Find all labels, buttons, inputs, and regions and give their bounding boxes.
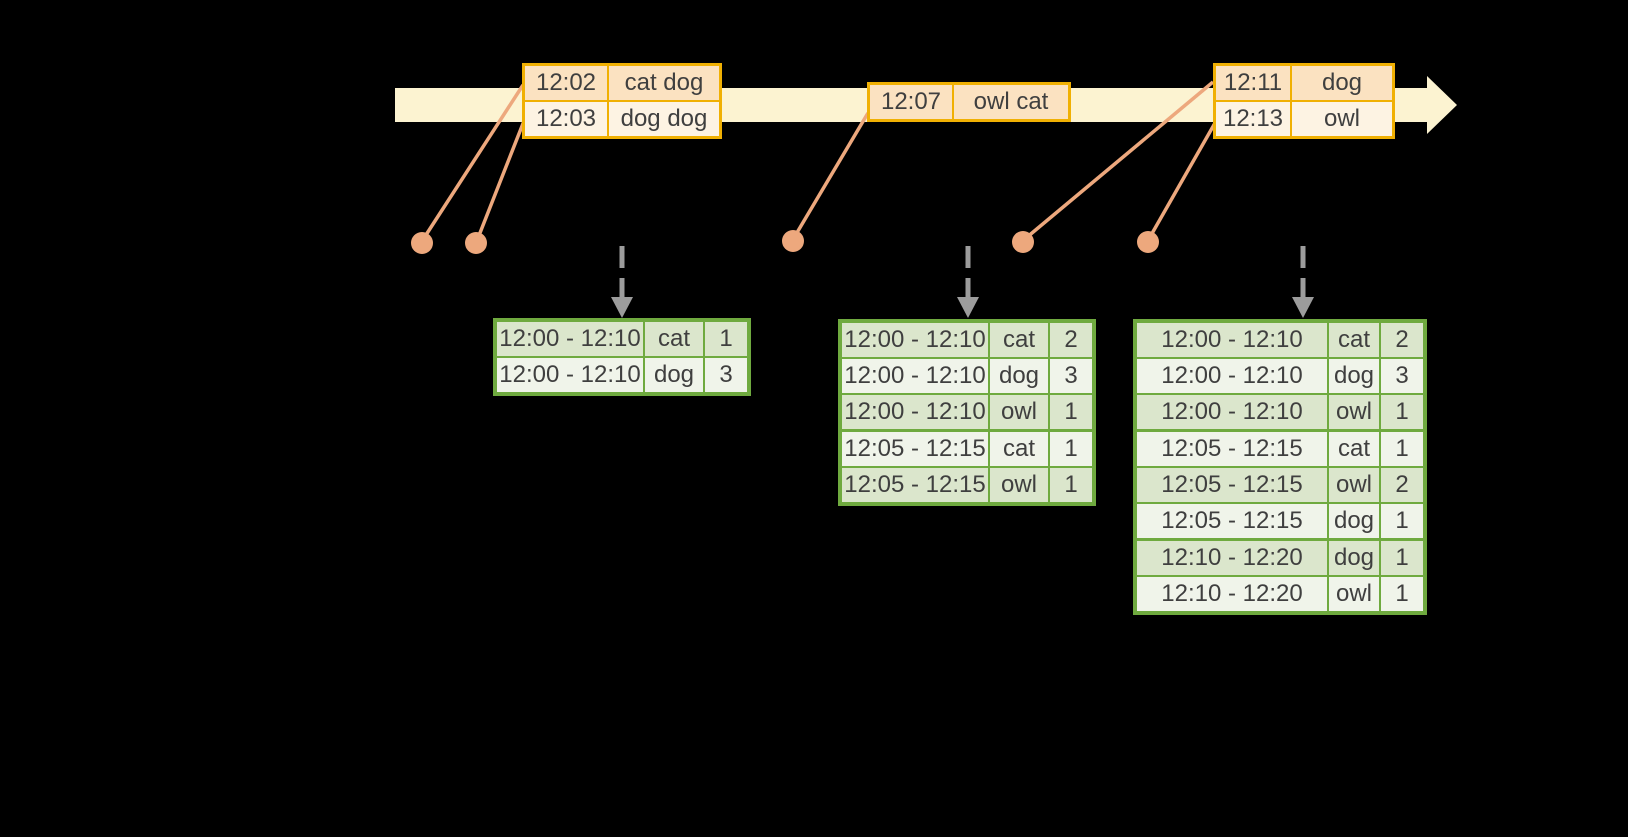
count-cell: 1 (1381, 395, 1423, 429)
trigger-arrow-icon (957, 246, 979, 318)
result-table-3: 12:00 - 12:10 cat 2 12:00 - 12:10 dog 3 … (1133, 319, 1427, 615)
window-cell: 12:05 - 12:15 (1137, 504, 1327, 538)
word-cell: cat (1329, 323, 1379, 357)
trigger-arrow-icon (611, 246, 633, 318)
word-cell: dog (990, 359, 1048, 393)
event-time-cell: 12:11 (1216, 66, 1290, 100)
window-cell: 12:00 - 12:10 (1137, 359, 1327, 393)
event-connector-line (793, 112, 870, 237)
word-cell: dog (645, 358, 703, 392)
event-table-3: 12:11 dog 12:13 owl (1213, 63, 1395, 139)
event-words-cell: owl (1292, 102, 1392, 136)
count-cell: 2 (1381, 323, 1423, 357)
window-cell: 12:05 - 12:15 (1137, 468, 1327, 502)
word-cell: cat (645, 322, 703, 356)
count-cell: 1 (705, 322, 747, 356)
result-table-1: 12:00 - 12:10 cat 1 12:00 - 12:10 dog 3 (493, 318, 751, 396)
event-words-cell: dog (1292, 66, 1392, 100)
event-words-cell: dog dog (609, 102, 719, 136)
count-cell: 3 (1381, 359, 1423, 393)
window-group: 12:00 - 12:10 cat 2 12:00 - 12:10 dog 3 … (1137, 323, 1423, 429)
window-cell: 12:00 - 12:10 (842, 323, 988, 357)
word-cell: owl (990, 395, 1048, 429)
window-cell: 12:00 - 12:10 (497, 358, 643, 392)
count-cell: 1 (1050, 432, 1092, 466)
event-dot (465, 232, 487, 254)
word-cell: cat (990, 323, 1048, 357)
count-cell: 3 (1050, 359, 1092, 393)
event-dot (1012, 231, 1034, 253)
count-cell: 1 (1381, 432, 1423, 466)
word-cell: owl (990, 468, 1048, 502)
word-cell: cat (1329, 432, 1379, 466)
event-words-cell: cat dog (609, 66, 719, 100)
window-cell: 12:05 - 12:15 (1137, 432, 1327, 466)
word-cell: owl (1329, 468, 1379, 502)
timeline-arrowhead-icon (1427, 76, 1457, 134)
event-connector-line (1148, 122, 1217, 238)
window-cell: 12:00 - 12:10 (842, 395, 988, 429)
trigger-arrow-icon (1292, 246, 1314, 318)
count-cell: 1 (1050, 395, 1092, 429)
window-cell: 12:10 - 12:20 (1137, 577, 1327, 611)
event-time-cell: 12:03 (525, 102, 607, 136)
word-cell: cat (990, 432, 1048, 466)
event-words-cell: owl cat (954, 85, 1068, 119)
count-cell: 1 (1381, 541, 1423, 575)
result-table-2: 12:00 - 12:10 cat 2 12:00 - 12:10 dog 3 … (838, 319, 1096, 506)
window-cell: 12:00 - 12:10 (842, 359, 988, 393)
event-table-1: 12:02 cat dog 12:03 dog dog (522, 63, 722, 139)
event-dot (1137, 231, 1159, 253)
window-cell: 12:05 - 12:15 (842, 432, 988, 466)
word-cell: owl (1329, 395, 1379, 429)
window-group: 12:00 - 12:10 cat 2 12:00 - 12:10 dog 3 … (842, 323, 1092, 429)
word-cell: owl (1329, 577, 1379, 611)
count-cell: 1 (1050, 468, 1092, 502)
window-cell: 12:10 - 12:20 (1137, 541, 1327, 575)
window-group: 12:05 - 12:15 cat 1 12:05 - 12:15 owl 1 (842, 432, 1092, 502)
window-cell: 12:00 - 12:10 (1137, 395, 1327, 429)
window-group: 12:00 - 12:10 cat 1 12:00 - 12:10 dog 3 (497, 322, 747, 392)
word-cell: dog (1329, 359, 1379, 393)
count-cell: 2 (1050, 323, 1092, 357)
word-cell: dog (1329, 504, 1379, 538)
window-cell: 12:00 - 12:10 (1137, 323, 1327, 357)
event-connector-line (476, 120, 526, 239)
window-cell: 12:00 - 12:10 (497, 322, 643, 356)
count-cell: 1 (1381, 504, 1423, 538)
word-cell: dog (1329, 541, 1379, 575)
event-dot (782, 230, 804, 252)
window-cell: 12:05 - 12:15 (842, 468, 988, 502)
event-table-2: 12:07 owl cat (867, 82, 1071, 122)
event-time-cell: 12:07 (870, 85, 952, 119)
count-cell: 2 (1381, 468, 1423, 502)
event-time-cell: 12:13 (1216, 102, 1290, 136)
event-dot (411, 232, 433, 254)
count-cell: 1 (1381, 577, 1423, 611)
count-cell: 3 (705, 358, 747, 392)
window-group: 12:10 - 12:20 dog 1 12:10 - 12:20 owl 1 (1137, 541, 1423, 611)
event-time-cell: 12:02 (525, 66, 607, 100)
window-group: 12:05 - 12:15 cat 1 12:05 - 12:15 owl 2 … (1137, 432, 1423, 538)
